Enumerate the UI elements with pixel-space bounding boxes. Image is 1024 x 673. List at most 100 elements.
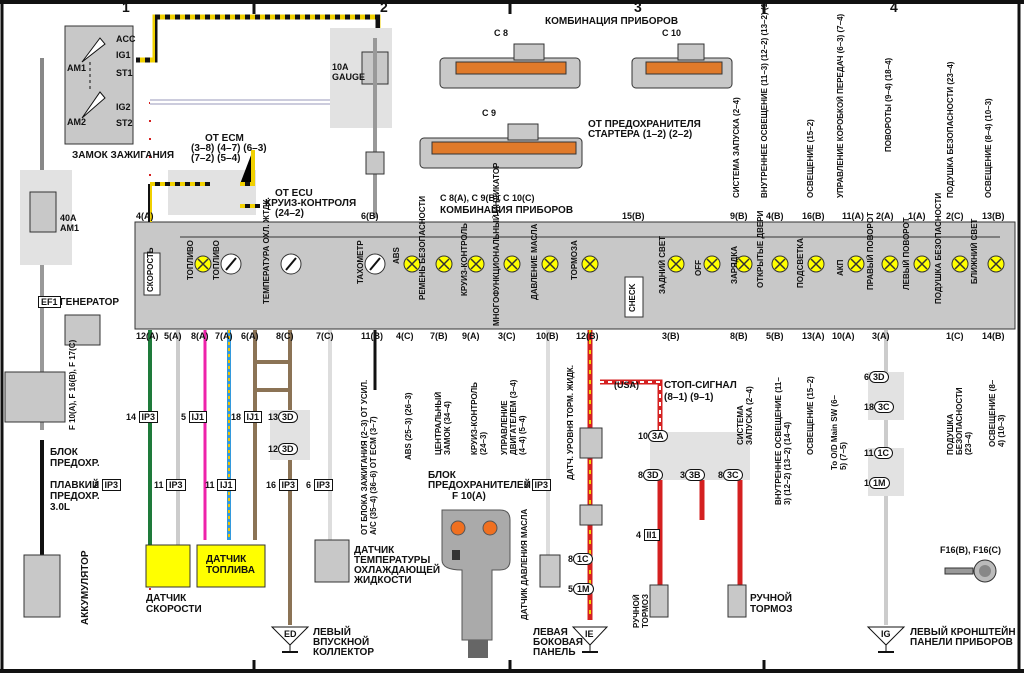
indicator-lamps [194,255,1005,273]
lamp-cross [406,258,418,270]
starter-fuse-line1: ОТ ПРЕДОХРАНИТЕЛЯ [588,119,701,130]
ref-ignition-ac-ecm: ОТ БЛОКА ЗАЖИГАНИЯ (2–3) ОТ УСИЛ. A/C (3… [360,379,378,535]
lamp-cross [774,258,786,270]
label-left-turn: ЛЕВЫЙ ПОВОРОТ [902,217,911,290]
fusible-link-label: ПЛАВКИЙ ПРЕДОХР. 3.0L [50,480,100,513]
pin-label-bottom: 3(C) [498,331,516,341]
pin-label-top: 6(B) [361,211,379,221]
ref-od-main-sw: To O/D Main SW (6–5) (7–5) [830,395,848,470]
combination-meter-panel [134,221,1016,330]
pin-label-bottom: 8(B) [730,331,748,341]
lamp-cross [584,258,596,270]
oil-pressure-sensor [539,554,561,588]
junction-connector: 16 IP3 [266,479,299,491]
lamp-cross [470,258,482,270]
terminal-acc: ACC [116,34,136,44]
label-right-turn: ПРАВЫЙ ПОВОРОТ [866,212,875,290]
ground-ie-label2: БОКОВАЯ [533,637,583,648]
pin-label-top: 2(A) [876,211,894,221]
terminal-st1: ST1 [116,68,133,78]
pin-label-top: 13(B) [982,211,1005,221]
fuse-block-refs: F 10(A), F 16(B), F 17(C) [68,339,77,430]
label-speed: СКОРОСТЬ [146,247,155,292]
pin-label-bottom: 13(A) [802,331,825,341]
fuse-block-conn-line2: ПРЕДОХРАНИТЕЛЕЙ [428,480,531,491]
fuse-block-conn-line1: БЛОК [428,470,456,481]
junction-connector: 2 IP3 [94,479,122,491]
junction-connector: 18 IJ1 [231,411,263,423]
ground-ig-label2: ПАНЕЛИ ПРИБОРОВ [910,637,1013,648]
pin-label-bottom: 7(C) [316,331,334,341]
coolant-sensor [314,539,350,583]
ground-ig-label1: ЛЕВЫЙ КРОНШТЕЙН [910,627,1016,638]
label-fuel-gauge: ТОПЛИВО [212,240,221,280]
ground-ed-label2: ВПУСКНОЙ [313,637,370,648]
junction-connector: 6 IP3 [306,479,334,491]
ground-ie [571,626,609,653]
pin-label-bottom: 8(A) [191,331,209,341]
junction-connector: 5 IP3 [524,479,552,491]
pin-label-bottom: 8(C) [276,331,294,341]
lamp-cross [438,258,450,270]
ref-central-lock: ЦЕНТРАЛЬНЫЙ ЗАМОК (34–4) [434,391,452,455]
handbrake-label-1: РУЧНОЙ ТОРМОЗ [632,593,650,628]
pin-label-bottom: 5(A) [164,331,182,341]
ref-interior-lighting: ВНУТРЕННЕЕ ОСВЕЩЕНИЕ (11–3) (12–2) (13–2… [760,0,769,198]
ground-ed-id: ED [284,629,297,639]
pin-label-bottom: 1(C) [946,331,964,341]
label-brakes: ТОРМОЗА [570,240,579,280]
cruise-ecu-line2: КРУИЗ-КОНТРОЛЯ [265,198,357,209]
label-off: OFF [694,260,703,276]
junction-connector: 4 II1 [636,529,660,541]
speed-sensor-label: ДАТЧИК СКОРОСТИ [146,593,202,615]
ground-ed [270,626,310,653]
connector-c10 [631,43,733,89]
lamp-cross [738,258,750,270]
pin-label-bottom: 10(A) [832,331,855,341]
label-charge: ЗАРЯДКА [730,245,739,284]
brake-fluid-sensor-label: ДАТЧ. УРОВНЯ ТОРМ. ЖИДК. [566,364,575,480]
ref-abs: ABS (25–3) (26–3) [404,392,413,460]
pin-label-bottom: 14(B) [982,331,1005,341]
pin-label-bottom: 7(B) [430,331,448,341]
fuse-block-label: БЛОК ПРЕДОХР. [50,447,100,469]
pin-label-top: 11(A) [842,211,865,221]
label-low-beam: БЛИЖНИЙ СВЕТ [970,218,979,284]
f16-terminal-icon [944,559,997,583]
lamp-cross [197,258,209,270]
am1-fuse-label: 40A AM1 [60,213,80,233]
terminal-st2: ST2 [116,118,133,128]
fuel-sensor [196,544,266,588]
ground-ed-label3: КОЛЛЕКТОР [313,647,374,658]
fuse-block-conn-line3: F 10(A) [452,491,486,502]
c8-label: C 8 [494,28,509,38]
ref-lighting-15: ОСВЕЩЕНИЕ (15–2) [806,119,815,198]
label-akp: АКП [836,259,845,276]
wire-ig1 [136,14,381,63]
label-check: CHECK [628,283,637,312]
ground-ig-id: IG [881,629,891,639]
lamp-cross [670,258,682,270]
ref-interior-bottom: ВНУТРЕННЕЕ ОСВЕЩЕНИЕ (11–3) (12–2) (13–2… [774,377,792,505]
pin-label-top: 9(B) [730,211,748,221]
ecm-line2: (7–2) (5–4) [191,153,241,164]
gauge-fuse-label: 10A GAUGE [332,62,366,82]
terminal-am2: AM2 [67,117,87,127]
label-multi-indicator: МНОГОФУНКЦИОНАЛЬНЫЙ ИНДИКАТОР [492,162,501,326]
pin-label-bottom: 9(A) [462,331,480,341]
label-tail-light: ЗАДНИЙ СВЕТ [658,235,667,294]
fuse-block-connector [441,509,511,658]
coolant-line1: ДАТЧИК [354,545,395,556]
coolant-line3: ОХЛАЖДАЮЩЕЙ [354,565,441,576]
ground-ie-label3: ПАНЕЛЬ [533,647,576,658]
lamp-cross [506,258,518,270]
ignition-switch [64,25,134,145]
lamp-cross [810,258,822,270]
